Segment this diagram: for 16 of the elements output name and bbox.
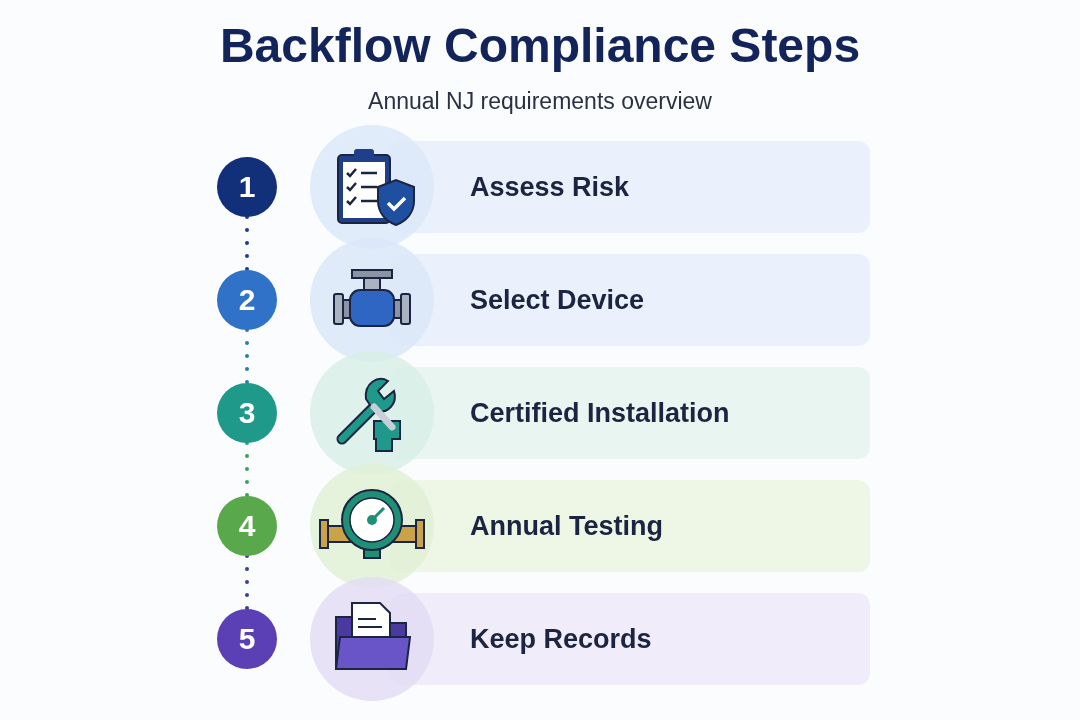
step-number-badge: 2 <box>217 270 277 330</box>
dotted-connector <box>245 328 249 385</box>
step-label: Certified Installation <box>470 397 730 429</box>
step-label: Keep Records <box>470 623 652 655</box>
step-number-badge: 1 <box>217 157 277 217</box>
title: Backflow Compliance Steps <box>219 18 861 73</box>
step-number-badge: 4 <box>217 496 277 556</box>
subtitle: Annual NJ requirements overview <box>368 88 712 115</box>
dotted-connector <box>245 215 249 272</box>
step-label: Annual Testing <box>470 510 663 542</box>
step-number-badge: 3 <box>217 383 277 443</box>
step-label: Assess Risk <box>470 171 630 203</box>
step-label: Select Device <box>470 284 645 316</box>
step-number-badge: 5 <box>217 609 277 669</box>
dotted-connector <box>245 554 249 611</box>
dotted-connector <box>245 441 249 498</box>
